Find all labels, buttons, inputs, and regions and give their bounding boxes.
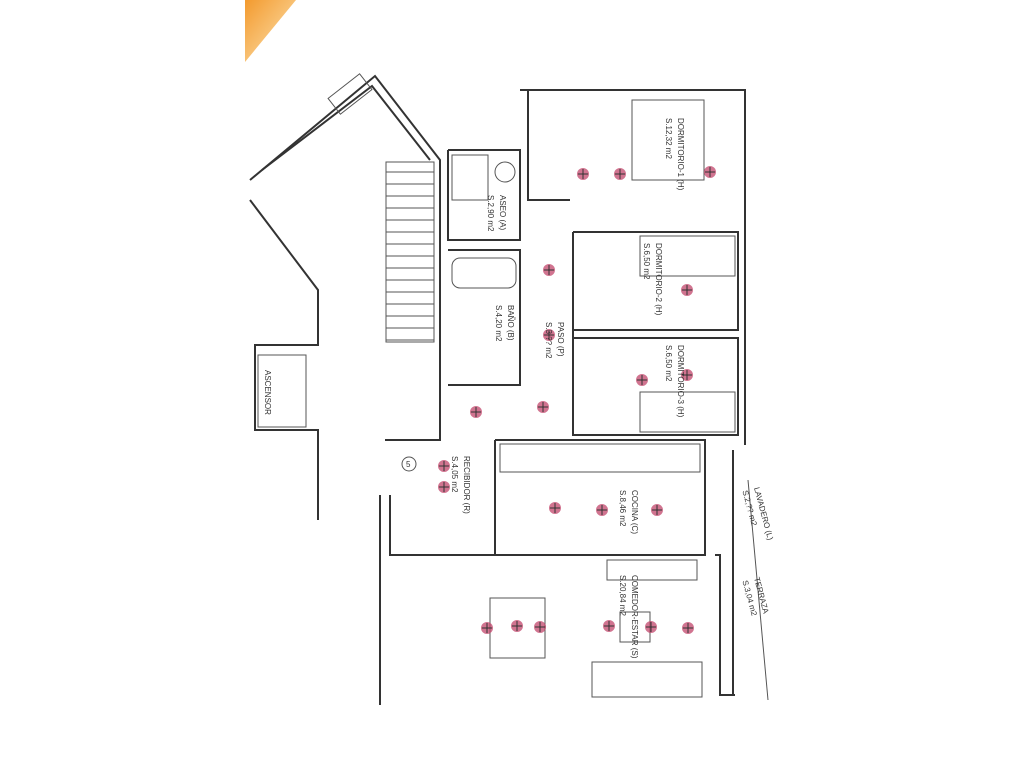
marker-cross [512,621,522,631]
elevator-label: ASCENSOR [263,370,272,415]
marker-cross [682,370,692,380]
marker-cross [439,482,449,492]
marker-cross [604,621,614,631]
entrance-marker: 5 [406,460,411,469]
room-area: S.3,?? m2 [544,322,553,359]
marker-cross [471,407,481,417]
room-name: DORMITORIO-2 (H) [654,243,663,316]
marker-cross [578,169,588,179]
room-name: COMEDOR-ESTAR (S) [630,575,639,659]
shower [451,154,489,201]
marker-cross [615,169,625,179]
room-name: PASO (P) [556,322,565,357]
room-area: S.20,84 m2 [618,575,627,616]
marker-cross [535,622,545,632]
marker-cross [683,623,693,633]
room-area: S.12,32 m2 [664,118,673,159]
room-name: ASEO (A) [498,195,507,230]
kitchen-counter [499,443,701,473]
marker-cross [637,375,647,385]
room-name: DORMITORIO-3 (H) [676,345,685,418]
stairs [385,161,435,343]
tv-unit [606,559,698,581]
paper-corner-stain [245,0,296,62]
room-name: BAÑO (B) [506,305,515,341]
marker-cross [550,503,560,513]
marker-cross [538,402,548,412]
room-name: COCINA (C) [630,490,639,534]
sink [494,161,516,183]
marker-cross [439,461,449,471]
marker-cross [597,505,607,515]
bed-1 [631,99,705,181]
room-area: S.2,90 m2 [486,195,495,232]
elevator-box [257,354,307,428]
bed-3 [639,391,736,433]
room-area: S.4,05 m2 [450,456,459,493]
bathtub [451,257,517,289]
sofa [591,661,703,698]
entrance-marker-circle [401,456,417,472]
room-area: S.6,50 m2 [664,345,673,382]
room-area: S.8,46 m2 [618,490,627,527]
walls [249,73,769,705]
marker-cross [544,265,554,275]
room-name: DORMITORIO-1 (H) [676,118,685,191]
bed-2 [639,235,736,277]
marker-cross [544,330,554,340]
marker-cross [682,285,692,295]
marker-cross [705,167,715,177]
room-area: S.4,20 m2 [494,305,503,342]
marker-cross [652,505,662,515]
marker-cross [482,623,492,633]
room-area: S.6,50 m2 [642,243,651,280]
electrical-markers [438,166,716,634]
room-name: RECIBIDOR (R) [462,456,471,514]
marker-cross [646,622,656,632]
